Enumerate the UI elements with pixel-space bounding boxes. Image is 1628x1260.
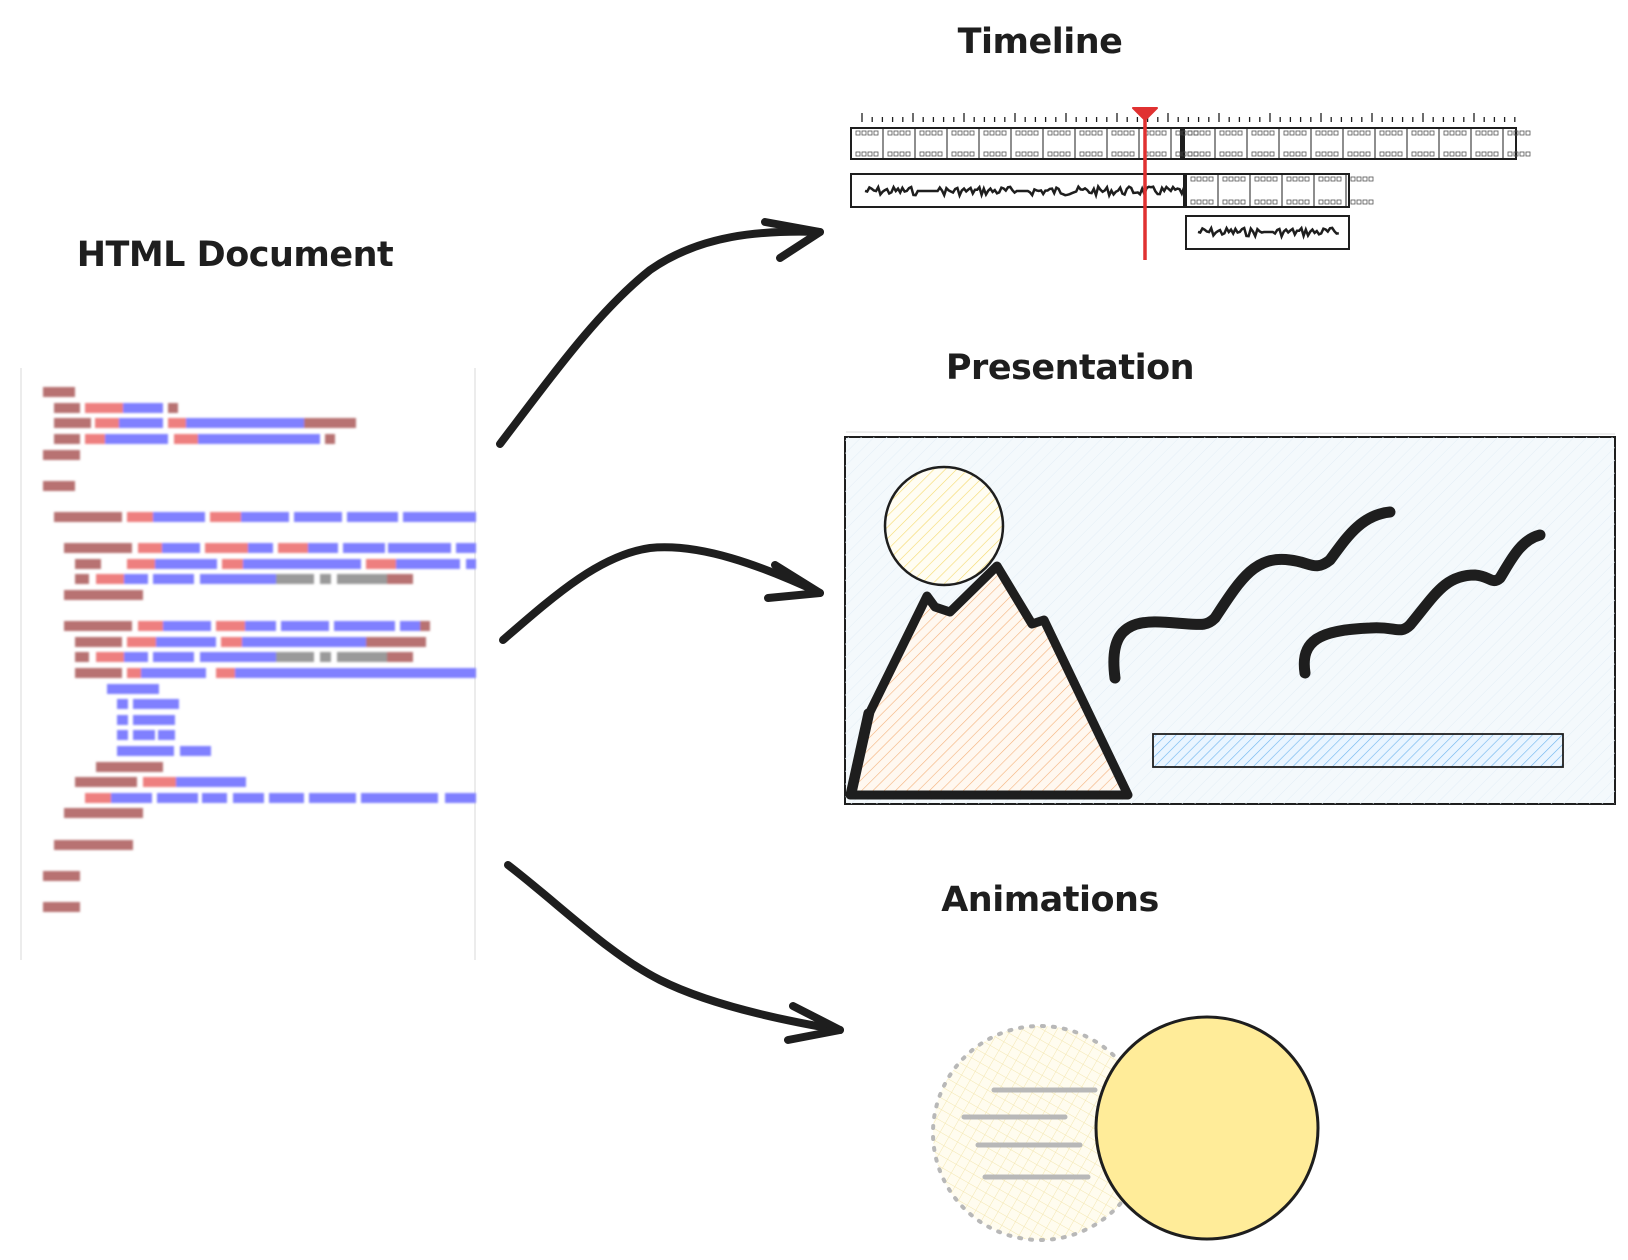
motion-lines bbox=[961, 1087, 1098, 1180]
arrow-to-presentation bbox=[499, 543, 824, 644]
presentation-title: Presentation bbox=[945, 348, 1195, 388]
moving-circle bbox=[1094, 1015, 1320, 1241]
presentation-slide-icon bbox=[844, 431, 1616, 805]
html-document-title: HTML Document bbox=[76, 235, 394, 275]
arrow-to-animations bbox=[504, 861, 844, 1044]
video-clip-3 bbox=[1185, 173, 1350, 208]
squiggle-2 bbox=[1298, 529, 1546, 679]
timeline-title: Timeline bbox=[957, 22, 1123, 62]
arrow-to-timeline bbox=[496, 218, 824, 448]
timeline-tracks-icon bbox=[850, 107, 1531, 260]
code-document-icon bbox=[20, 368, 476, 960]
playhead bbox=[1132, 107, 1158, 260]
squiggle-1 bbox=[1108, 506, 1396, 684]
animations-title: Animations bbox=[941, 880, 1159, 920]
video-clip-2 bbox=[1182, 127, 1517, 160]
moving-circle-icon bbox=[931, 1015, 1320, 1242]
